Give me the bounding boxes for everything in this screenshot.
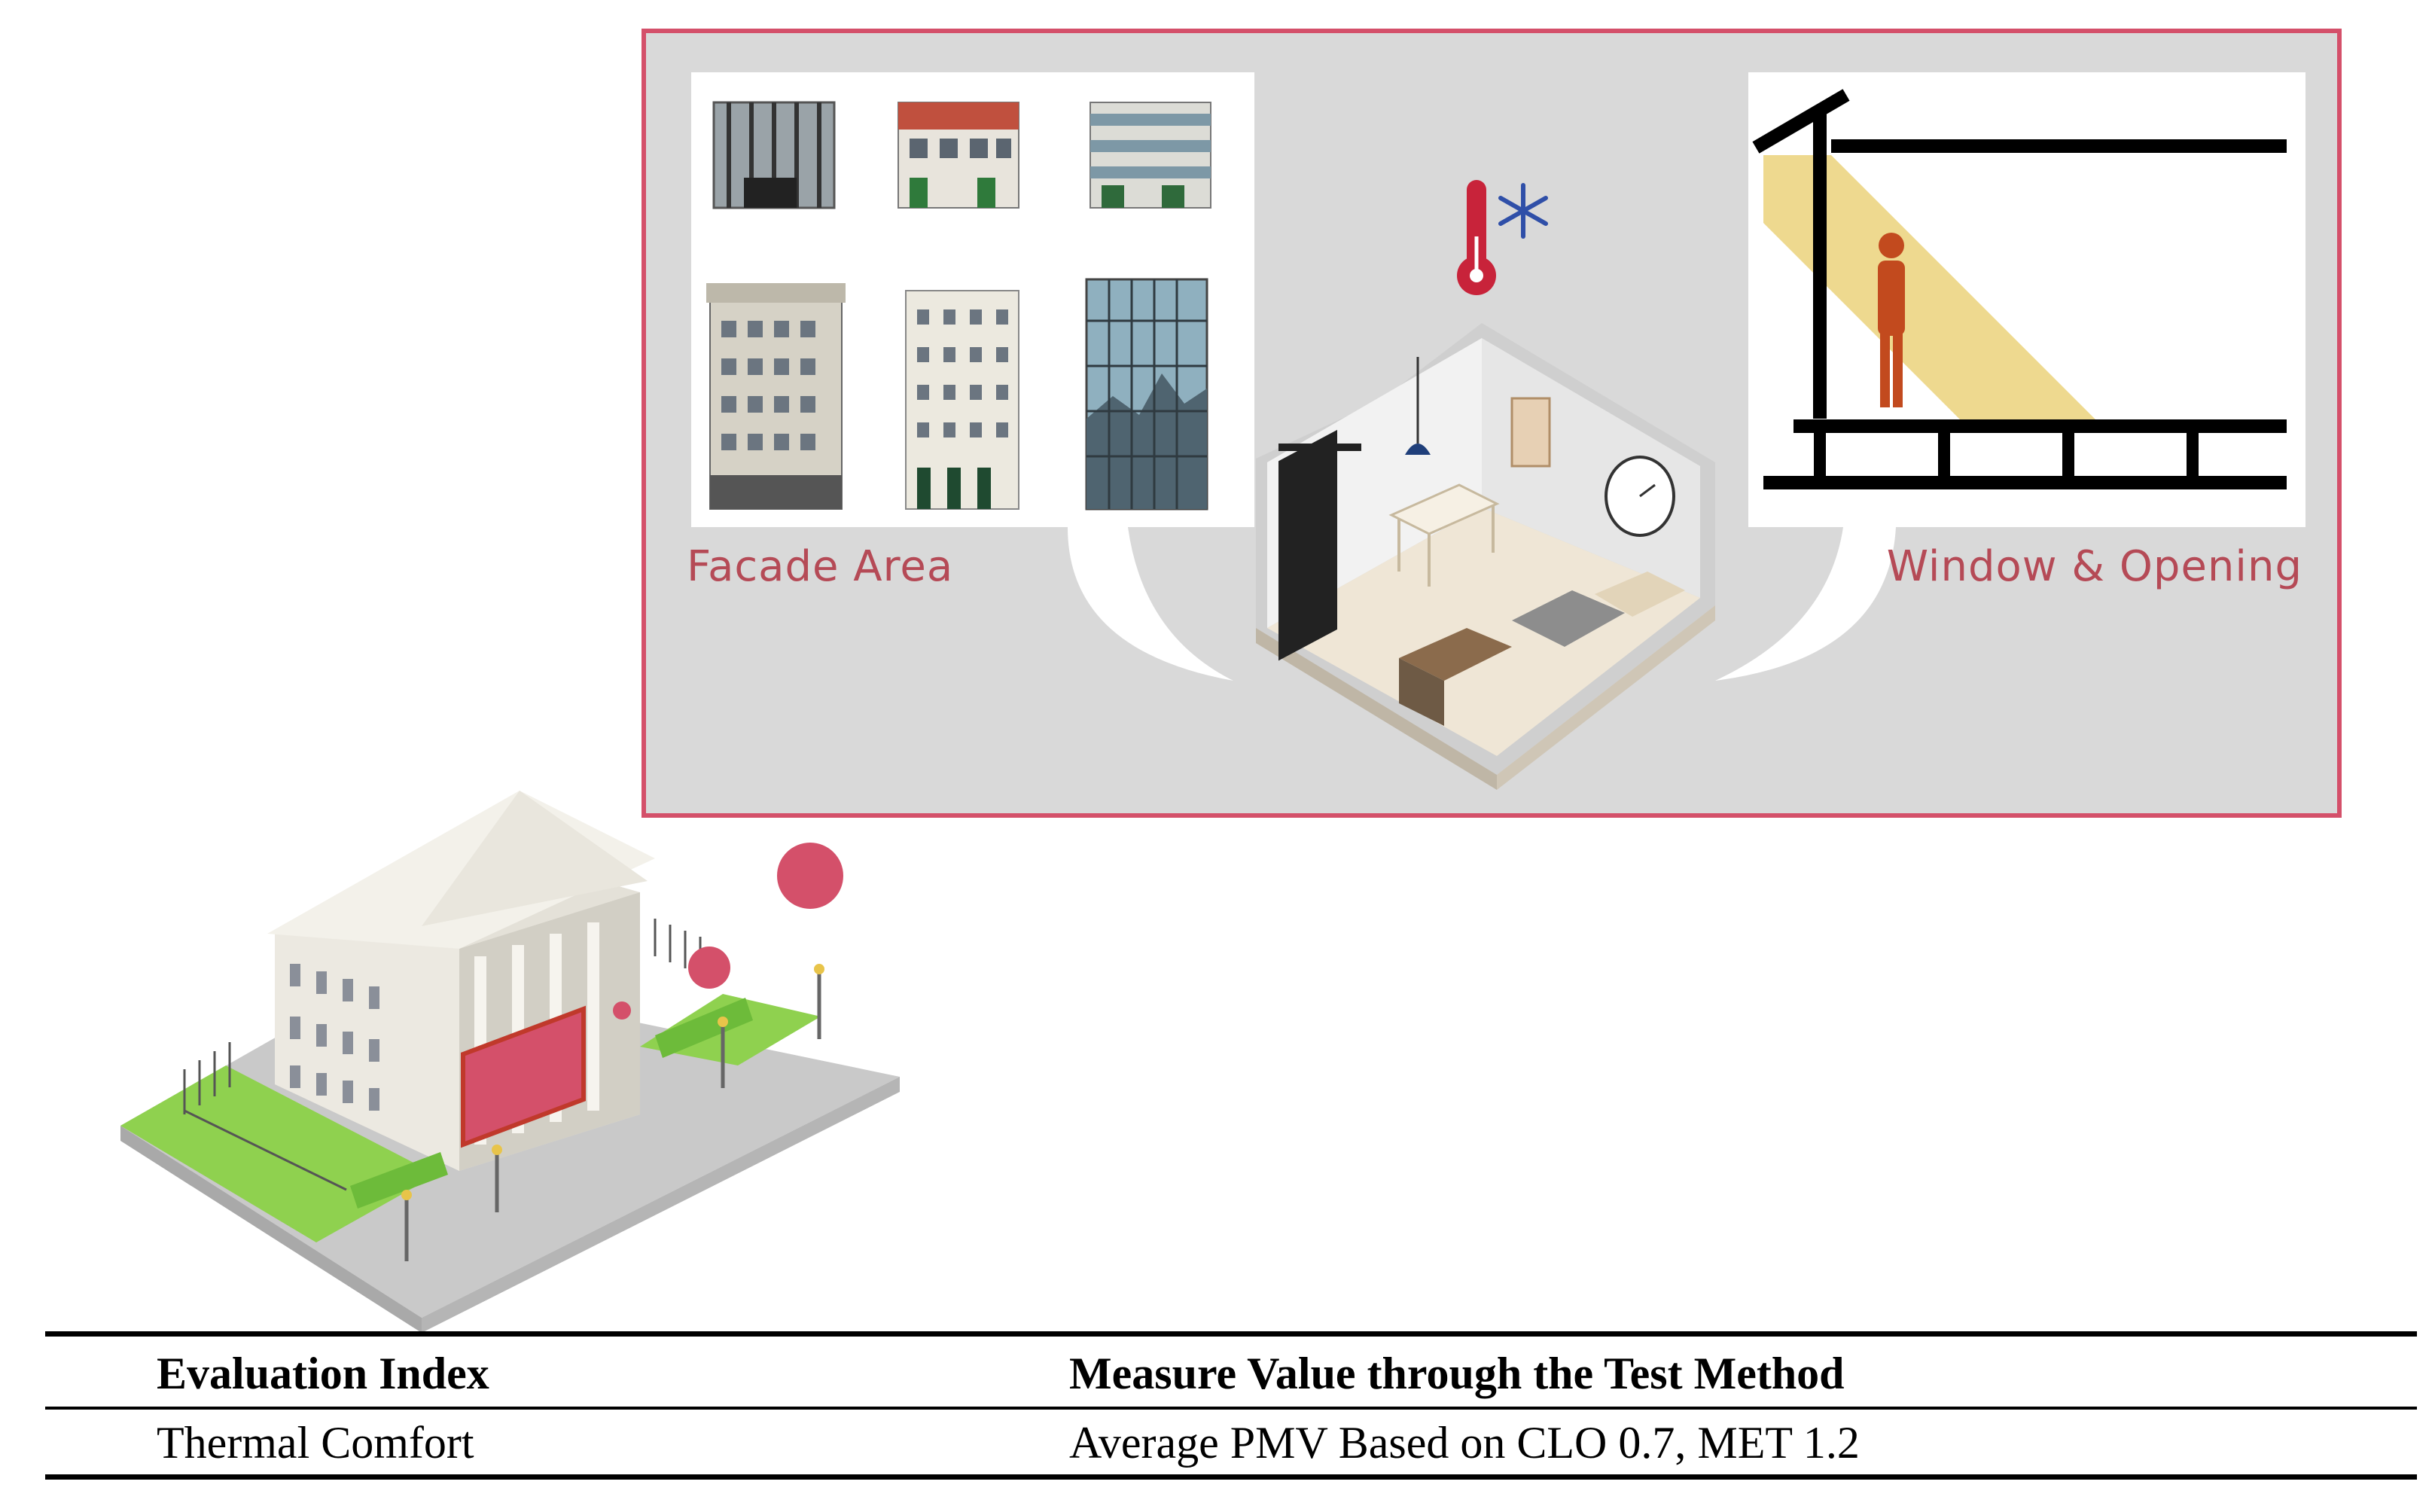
callout-dot-medium [688,947,730,989]
bubble-tail-left [1068,527,1233,681]
facade-thumbnail [905,290,1019,510]
table-cell-index: Thermal Comfort [157,1418,474,1468]
facade-examples [691,72,1254,527]
table-rule-bottom [45,1474,2417,1480]
facade-thumbnail [1090,102,1211,209]
facade-thumbnail [706,283,846,510]
evaluation-table: Evaluation Index Measure Value through t… [45,1331,2417,1482]
table-cell-measure: Average PMV Based on CLO 0.7, MET 1.2 [1069,1418,1860,1468]
header-evaluation-index: Evaluation Index [157,1349,489,1398]
snowflake-icon [1498,183,1548,239]
table-rule-top [45,1331,2417,1337]
building-site [120,791,900,1333]
callout-dot-small [613,1001,631,1020]
table-rule-mid [45,1407,2417,1410]
person-silhouette [1878,233,1905,407]
facade-thumbnail [898,102,1019,209]
facade-thumbnail [712,101,836,209]
bubble-tail-right [1715,527,1896,681]
facade-thumbnail [1085,278,1208,511]
highlighted-facade [461,1005,586,1148]
room-illustration [1068,180,1896,790]
callout-dot-large [777,843,843,909]
window-opening-diagram [1748,72,2305,527]
header-measure-value: Measure Value through the Test Method [1069,1349,1845,1398]
sunlight-beam [1763,155,2102,426]
zoom-callout-panel: Facade Area [642,29,2342,818]
facade-area-label: Facade Area [687,542,954,591]
thermometer-icon [1457,180,1496,295]
window-opening-label: Window & Opening [1886,542,2302,591]
